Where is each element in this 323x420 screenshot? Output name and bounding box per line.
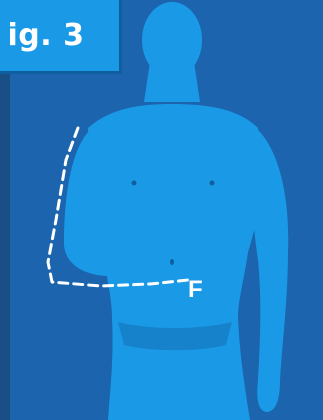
force-label-f: F (188, 276, 203, 304)
left-nipple (132, 181, 137, 186)
right-arm (250, 128, 288, 412)
navel (170, 259, 174, 265)
neck (144, 62, 200, 102)
figure-label-box: ig. 3 (0, 0, 122, 74)
right-nipple (210, 181, 215, 186)
figure-label: ig. 3 (8, 18, 85, 53)
